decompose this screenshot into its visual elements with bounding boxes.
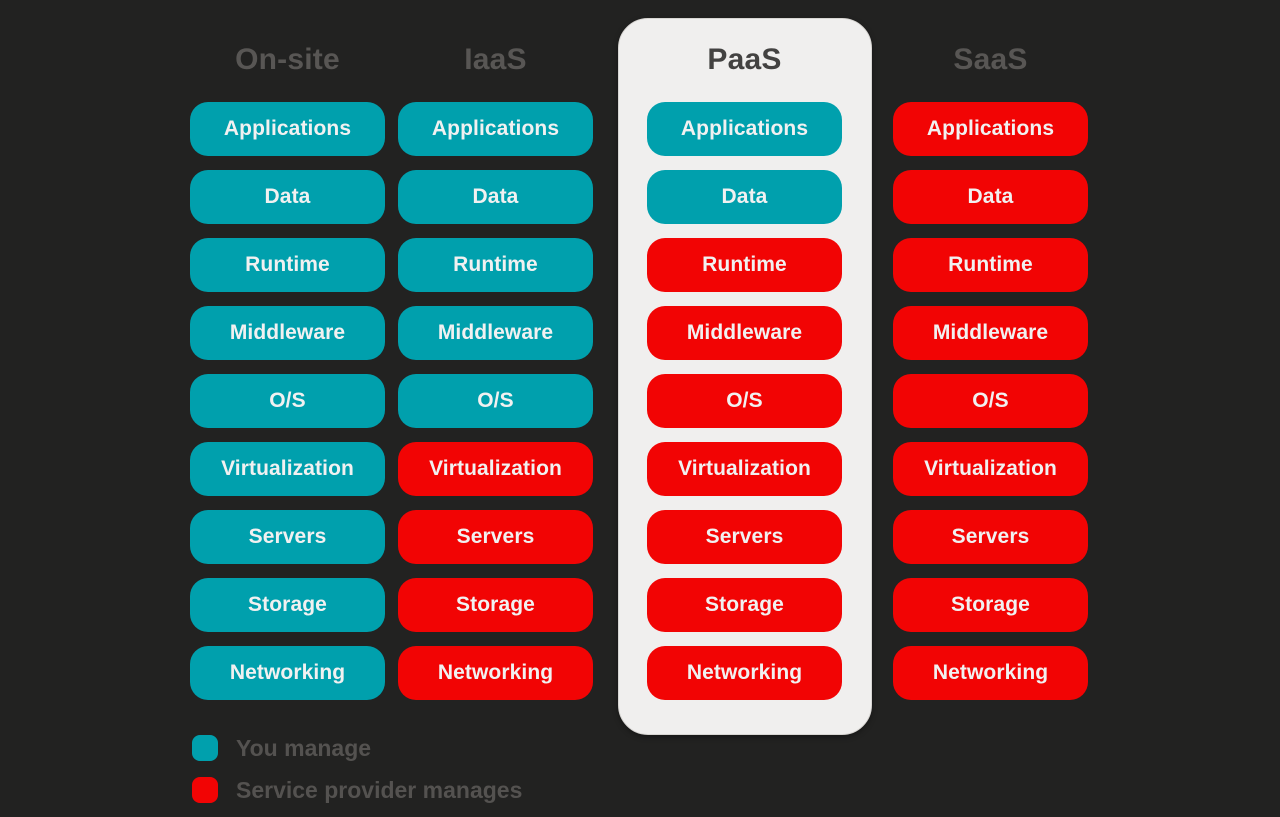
layer-iaas-runtime: Runtime [398,238,593,292]
layer-on-site-middleware: Middleware [190,306,385,360]
layer-paas-networking: Networking [647,646,842,700]
legend-item-you: You manage [192,727,522,769]
layer-paas-o-s: O/S [647,374,842,428]
layer-on-site-servers: Servers [190,510,385,564]
column-header-saas: SaaS [953,43,1028,76]
layer-iaas-data: Data [398,170,593,224]
layer-saas-storage: Storage [893,578,1088,632]
layer-iaas-virtualization: Virtualization [398,442,593,496]
layer-iaas-applications: Applications [398,102,593,156]
layer-paas-middleware: Middleware [647,306,842,360]
layer-on-site-virtualization: Virtualization [190,442,385,496]
legend-swatch-provider-icon [192,777,218,803]
layer-paas-servers: Servers [647,510,842,564]
layer-iaas-networking: Networking [398,646,593,700]
legend-label-provider: Service provider manages [236,776,523,803]
layer-iaas-storage: Storage [398,578,593,632]
layer-iaas-middleware: Middleware [398,306,593,360]
layer-on-site-runtime: Runtime [190,238,385,292]
layer-saas-middleware: Middleware [893,306,1088,360]
layer-on-site-applications: Applications [190,102,385,156]
legend-item-provider: Service provider manages [192,769,522,811]
layer-paas-applications: Applications [647,102,842,156]
layer-saas-data: Data [893,170,1088,224]
layer-saas-runtime: Runtime [893,238,1088,292]
column-header-on-site: On-site [235,43,340,76]
layer-iaas-o-s: O/S [398,374,593,428]
layer-saas-o-s: O/S [893,374,1088,428]
layer-iaas-servers: Servers [398,510,593,564]
layer-saas-applications: Applications [893,102,1088,156]
layer-paas-virtualization: Virtualization [647,442,842,496]
layer-on-site-o-s: O/S [190,374,385,428]
layer-on-site-storage: Storage [190,578,385,632]
layer-saas-networking: Networking [893,646,1088,700]
layer-saas-servers: Servers [893,510,1088,564]
layer-on-site-data: Data [190,170,385,224]
column-header-paas: PaaS [707,43,782,76]
legend-label-you: You manage [236,734,372,761]
legend-swatch-you-icon [192,735,218,761]
layer-saas-virtualization: Virtualization [893,442,1088,496]
layer-paas-storage: Storage [647,578,842,632]
layer-paas-data: Data [647,170,842,224]
layer-paas-runtime: Runtime [647,238,842,292]
layer-on-site-networking: Networking [190,646,385,700]
column-header-iaas: IaaS [464,43,527,76]
